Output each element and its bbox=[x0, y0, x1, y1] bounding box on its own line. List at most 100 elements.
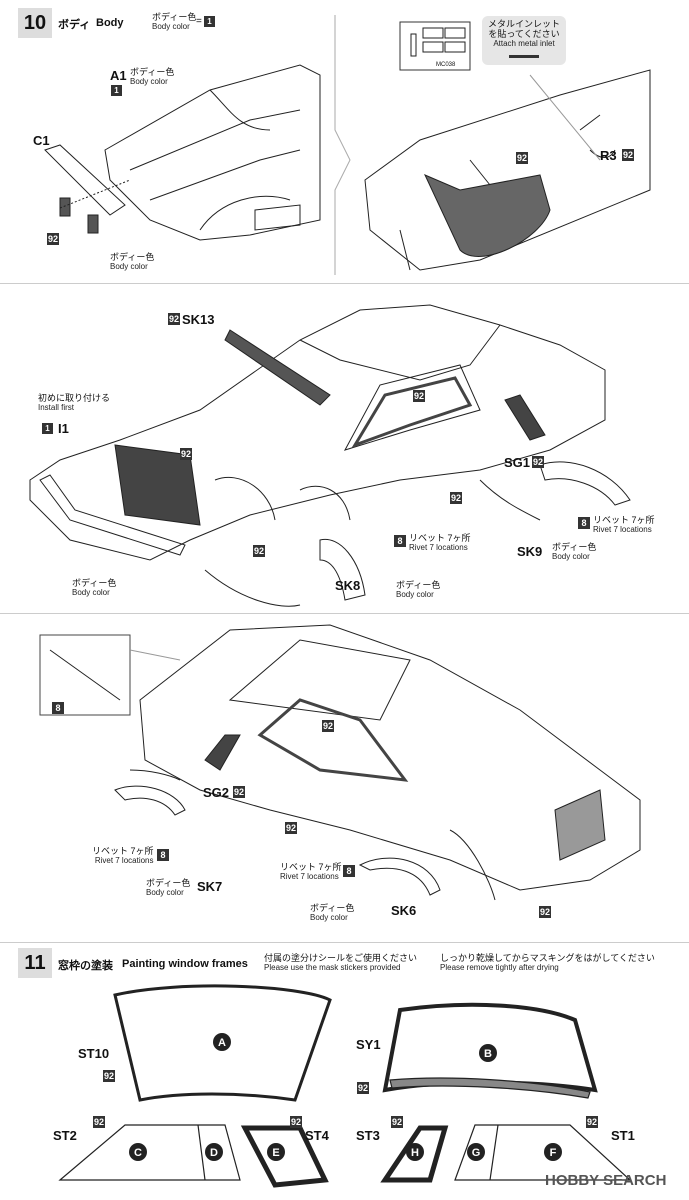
rivet-en-b: Rivet 7 locations bbox=[409, 543, 468, 552]
sk9-color-jp: ボディー色 bbox=[552, 542, 597, 552]
a1-color-jp: ボディー色 bbox=[130, 67, 175, 77]
letter-circles bbox=[129, 1033, 562, 1161]
install-first-note: 初めに取り付ける Install first bbox=[38, 393, 110, 413]
inset-badge: 8 bbox=[52, 702, 64, 714]
metal-inlet-callout: メタルインレット を貼ってください Attach metal inlet bbox=[482, 16, 566, 65]
st4-code: 92 bbox=[290, 1116, 302, 1128]
part-st3: ST3 bbox=[356, 1128, 380, 1143]
window-d: D bbox=[210, 1147, 218, 1159]
part-st1: ST1 bbox=[611, 1128, 635, 1143]
rivet-en-d: Rivet 7 locations bbox=[280, 872, 339, 881]
part-i1: I1 bbox=[58, 421, 69, 436]
install-first-jp: 初めに取り付ける bbox=[38, 393, 111, 403]
sg2-code: 92 bbox=[233, 786, 245, 798]
window-f: F bbox=[550, 1147, 557, 1159]
sk6-color-jp: ボディー色 bbox=[310, 903, 355, 913]
step-10-title-en: Body bbox=[96, 17, 124, 29]
part-st2: ST2 bbox=[53, 1128, 77, 1143]
i1-badge: 1 bbox=[42, 423, 53, 434]
part-sk9: SK9 bbox=[517, 544, 543, 559]
sg1-code: 92 bbox=[532, 456, 544, 468]
part-sk8: SK8 bbox=[335, 578, 361, 593]
rear-code: 92 bbox=[539, 906, 551, 918]
st3-code: 92 bbox=[391, 1116, 403, 1128]
note2-jp: しっかり乾燥してからマスキングをはがしてください bbox=[440, 953, 655, 963]
seat-code: 92 bbox=[516, 152, 528, 164]
rivet-en-a: Rivet 7 locations bbox=[593, 525, 652, 534]
window-code-a: 92 bbox=[413, 390, 425, 402]
watermark: HOBBY SEARCH bbox=[545, 1172, 667, 1189]
sk9-color-en: Body color bbox=[552, 552, 590, 561]
window-g: G bbox=[472, 1147, 481, 1159]
rivet-jp-a: リベット 7ヶ所 bbox=[593, 515, 655, 525]
st2-code: 92 bbox=[93, 1116, 105, 1128]
sk13-code: 92 bbox=[168, 313, 180, 325]
sk8-color-jp: ボディー色 bbox=[396, 580, 441, 590]
divider-3 bbox=[0, 942, 689, 943]
st10-code: 92 bbox=[103, 1070, 115, 1082]
step-10-number: 10 bbox=[18, 8, 52, 38]
color-jp: ボディー色 bbox=[152, 12, 197, 22]
r3-code: 92 bbox=[622, 149, 634, 161]
color-en: Body color bbox=[152, 22, 190, 31]
sk7-color-en: Body color bbox=[146, 888, 184, 897]
step-10-color-note: ボディー色 Body color bbox=[152, 12, 196, 32]
callout-jp-2: を貼ってください bbox=[488, 29, 560, 39]
sill-code-b: 92 bbox=[285, 822, 297, 834]
divider-2 bbox=[0, 613, 689, 614]
mc-code: MC038 bbox=[436, 62, 456, 68]
window-e: E bbox=[272, 1147, 279, 1159]
front-color-en: Body color bbox=[72, 588, 110, 597]
note1-jp: 付属の塗分けシールをご使用ください bbox=[264, 953, 418, 963]
callout-jp-1: メタルインレット bbox=[487, 19, 560, 29]
part-st10: ST10 bbox=[78, 1046, 110, 1061]
part-sg2: SG2 bbox=[203, 785, 230, 800]
step-11-title-en: Painting window frames bbox=[122, 958, 248, 970]
part-st4: ST4 bbox=[305, 1128, 329, 1143]
part-r3: R3 bbox=[600, 148, 617, 163]
sk8-color-en: Body color bbox=[396, 590, 434, 599]
part-a1: A1 bbox=[110, 68, 127, 83]
st1-code: 92 bbox=[586, 1116, 598, 1128]
rivet-jp-b: リベット 7ヶ所 bbox=[409, 533, 471, 543]
inlet-icon bbox=[509, 55, 539, 58]
install-first-en: Install first bbox=[38, 403, 75, 412]
divider-1 bbox=[0, 283, 689, 284]
rivet-jp-c: リベット 7ヶ所 bbox=[92, 846, 154, 856]
callout-en: Attach metal inlet bbox=[493, 39, 555, 48]
c1-color-en: Body color bbox=[110, 262, 148, 271]
part-c1: C1 bbox=[33, 133, 50, 148]
sk6-color-en: Body color bbox=[310, 913, 348, 922]
part-sk6: SK6 bbox=[391, 903, 417, 918]
window-h: H bbox=[411, 1147, 419, 1159]
part-sg1: SG1 bbox=[504, 455, 531, 470]
part-sy1: SY1 bbox=[356, 1037, 381, 1052]
color-badge: 1 bbox=[204, 16, 215, 27]
step-11-title-jp: 窓枠の塗装 bbox=[58, 960, 113, 972]
sy1-code: 92 bbox=[357, 1082, 369, 1094]
grille-code: 92 bbox=[180, 448, 192, 460]
a1-badge: 1 bbox=[111, 85, 122, 96]
sill-code-a: 92 bbox=[450, 492, 462, 504]
c1-color-jp: ボディー色 bbox=[110, 252, 155, 262]
rivet-badge-b: 8 bbox=[394, 535, 406, 547]
rivet-jp-d: リベット 7ヶ所 bbox=[280, 862, 342, 872]
part-sk13: SK13 bbox=[182, 312, 215, 327]
note2-en: Please remove tightly after drying bbox=[440, 963, 559, 972]
window-a: A bbox=[218, 1037, 226, 1049]
part-sk7: SK7 bbox=[197, 879, 223, 894]
c1-code: 92 bbox=[47, 233, 59, 245]
rivet-badge-d: 8 bbox=[343, 865, 355, 877]
sk7-color-jp: ボディー色 bbox=[146, 878, 191, 888]
rivet-en-c: Rivet 7 locations bbox=[94, 856, 154, 865]
a1-color-en: Body color bbox=[130, 77, 168, 86]
window-c: C bbox=[134, 1147, 142, 1159]
window-b: B bbox=[484, 1048, 492, 1060]
step-11-number: 11 bbox=[18, 948, 52, 978]
bumper-code: 92 bbox=[253, 545, 265, 557]
step-10-title-jp: ボディ bbox=[58, 19, 91, 31]
front-color-jp: ボディー色 bbox=[72, 578, 117, 588]
note1-en: Please use the mask stickers provided bbox=[264, 963, 401, 972]
